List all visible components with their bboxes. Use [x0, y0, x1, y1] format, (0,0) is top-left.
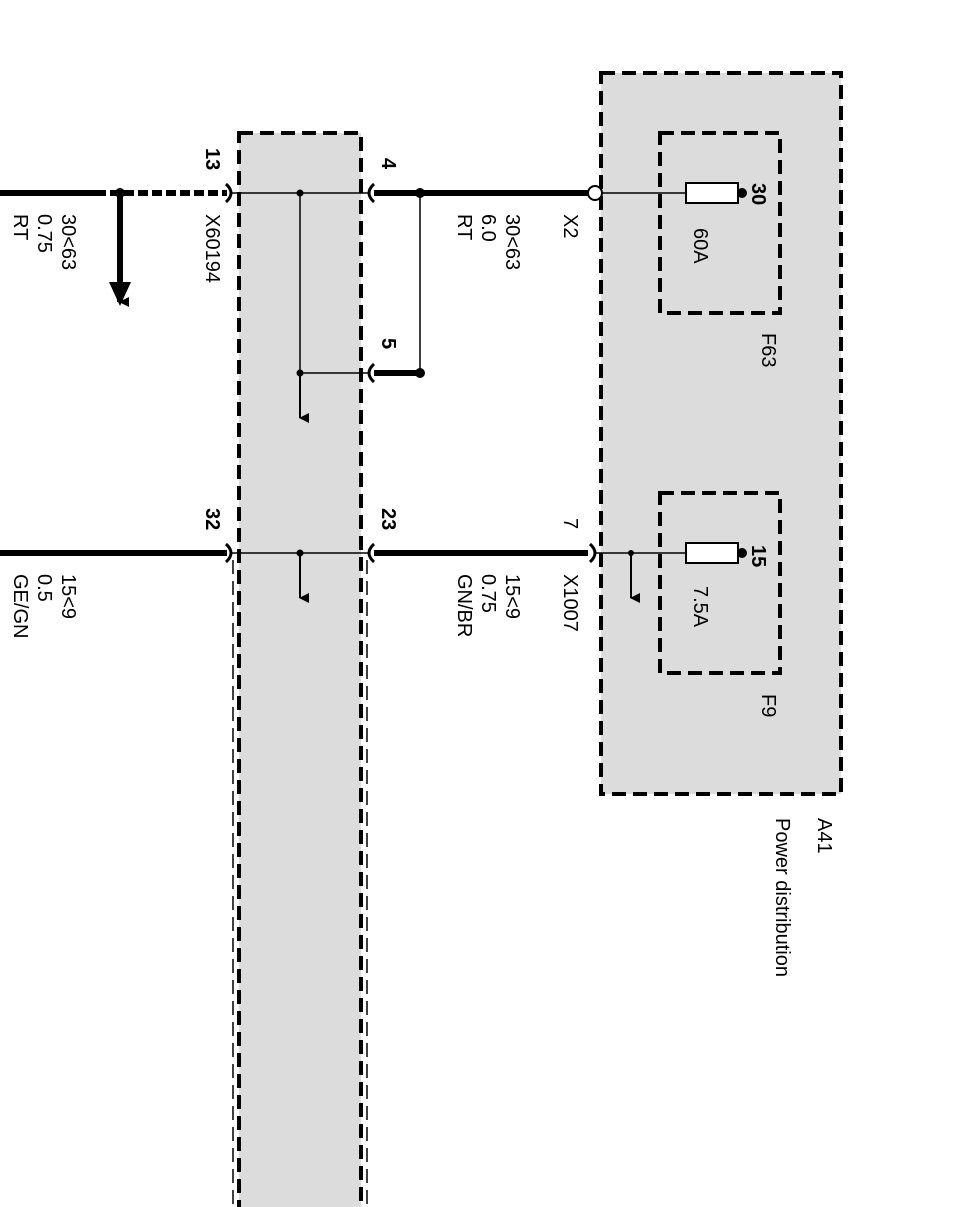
wire-left-bottom-circuit: 15<9	[57, 574, 79, 619]
fuse-f63-housing	[658, 131, 782, 315]
wire-right-top-color: RT	[453, 214, 475, 240]
pin-4-label: 4	[377, 158, 399, 170]
connector-x1007-pin-label: 7	[559, 518, 581, 529]
wire-left-bottom-color: GE/GN	[9, 574, 31, 638]
wire-right-bottom-circuit: 15<9	[501, 574, 523, 619]
fuse-f9-terminal: 15	[747, 545, 769, 567]
module-name-label: Power distribution	[771, 818, 793, 977]
fuse-f9-symbol	[595, 542, 747, 603]
connector-x1007-label: X1007	[559, 574, 581, 632]
fuse-f63-rating: 60A	[689, 228, 711, 264]
fuse-f63-terminal: 30	[747, 183, 769, 205]
pin-forks	[224, 182, 376, 564]
wire-left-top-color: RT	[9, 214, 31, 240]
power-distribution-module	[599, 71, 843, 796]
wire-right-bottom-gauge: 0.75	[477, 574, 499, 613]
wire-left-top-gauge: 0.75	[33, 214, 55, 253]
fuse-f9-rating: 7.5A	[689, 586, 711, 628]
connector-x2-pin	[587, 185, 603, 201]
wire-left-bottom-gauge: 0.5	[33, 574, 55, 602]
pin-5-label: 5	[377, 338, 399, 349]
wire-left-top-circuit: 30<63	[57, 214, 79, 270]
wire-right-top-circuit: 30<63	[501, 214, 523, 270]
connector-x2-label: X2	[559, 214, 581, 238]
module-id-label: A41	[813, 818, 835, 854]
connector-x60194-label: X60194	[201, 214, 223, 283]
fuse-f9-id: F9	[757, 694, 779, 717]
pin-23-label: 23	[377, 508, 399, 530]
connector-x1007-pin	[588, 542, 597, 564]
fuse-f9-housing	[658, 491, 782, 675]
pin-32-label: 32	[201, 508, 223, 530]
pin-13-label: 13	[201, 148, 223, 170]
fuse-f63-id: F63	[757, 333, 779, 367]
wire-right-top-gauge: 6.0	[477, 214, 499, 242]
fuse-f63-symbol	[595, 182, 747, 204]
wire-right-bottom-color: GN/BR	[453, 574, 475, 637]
